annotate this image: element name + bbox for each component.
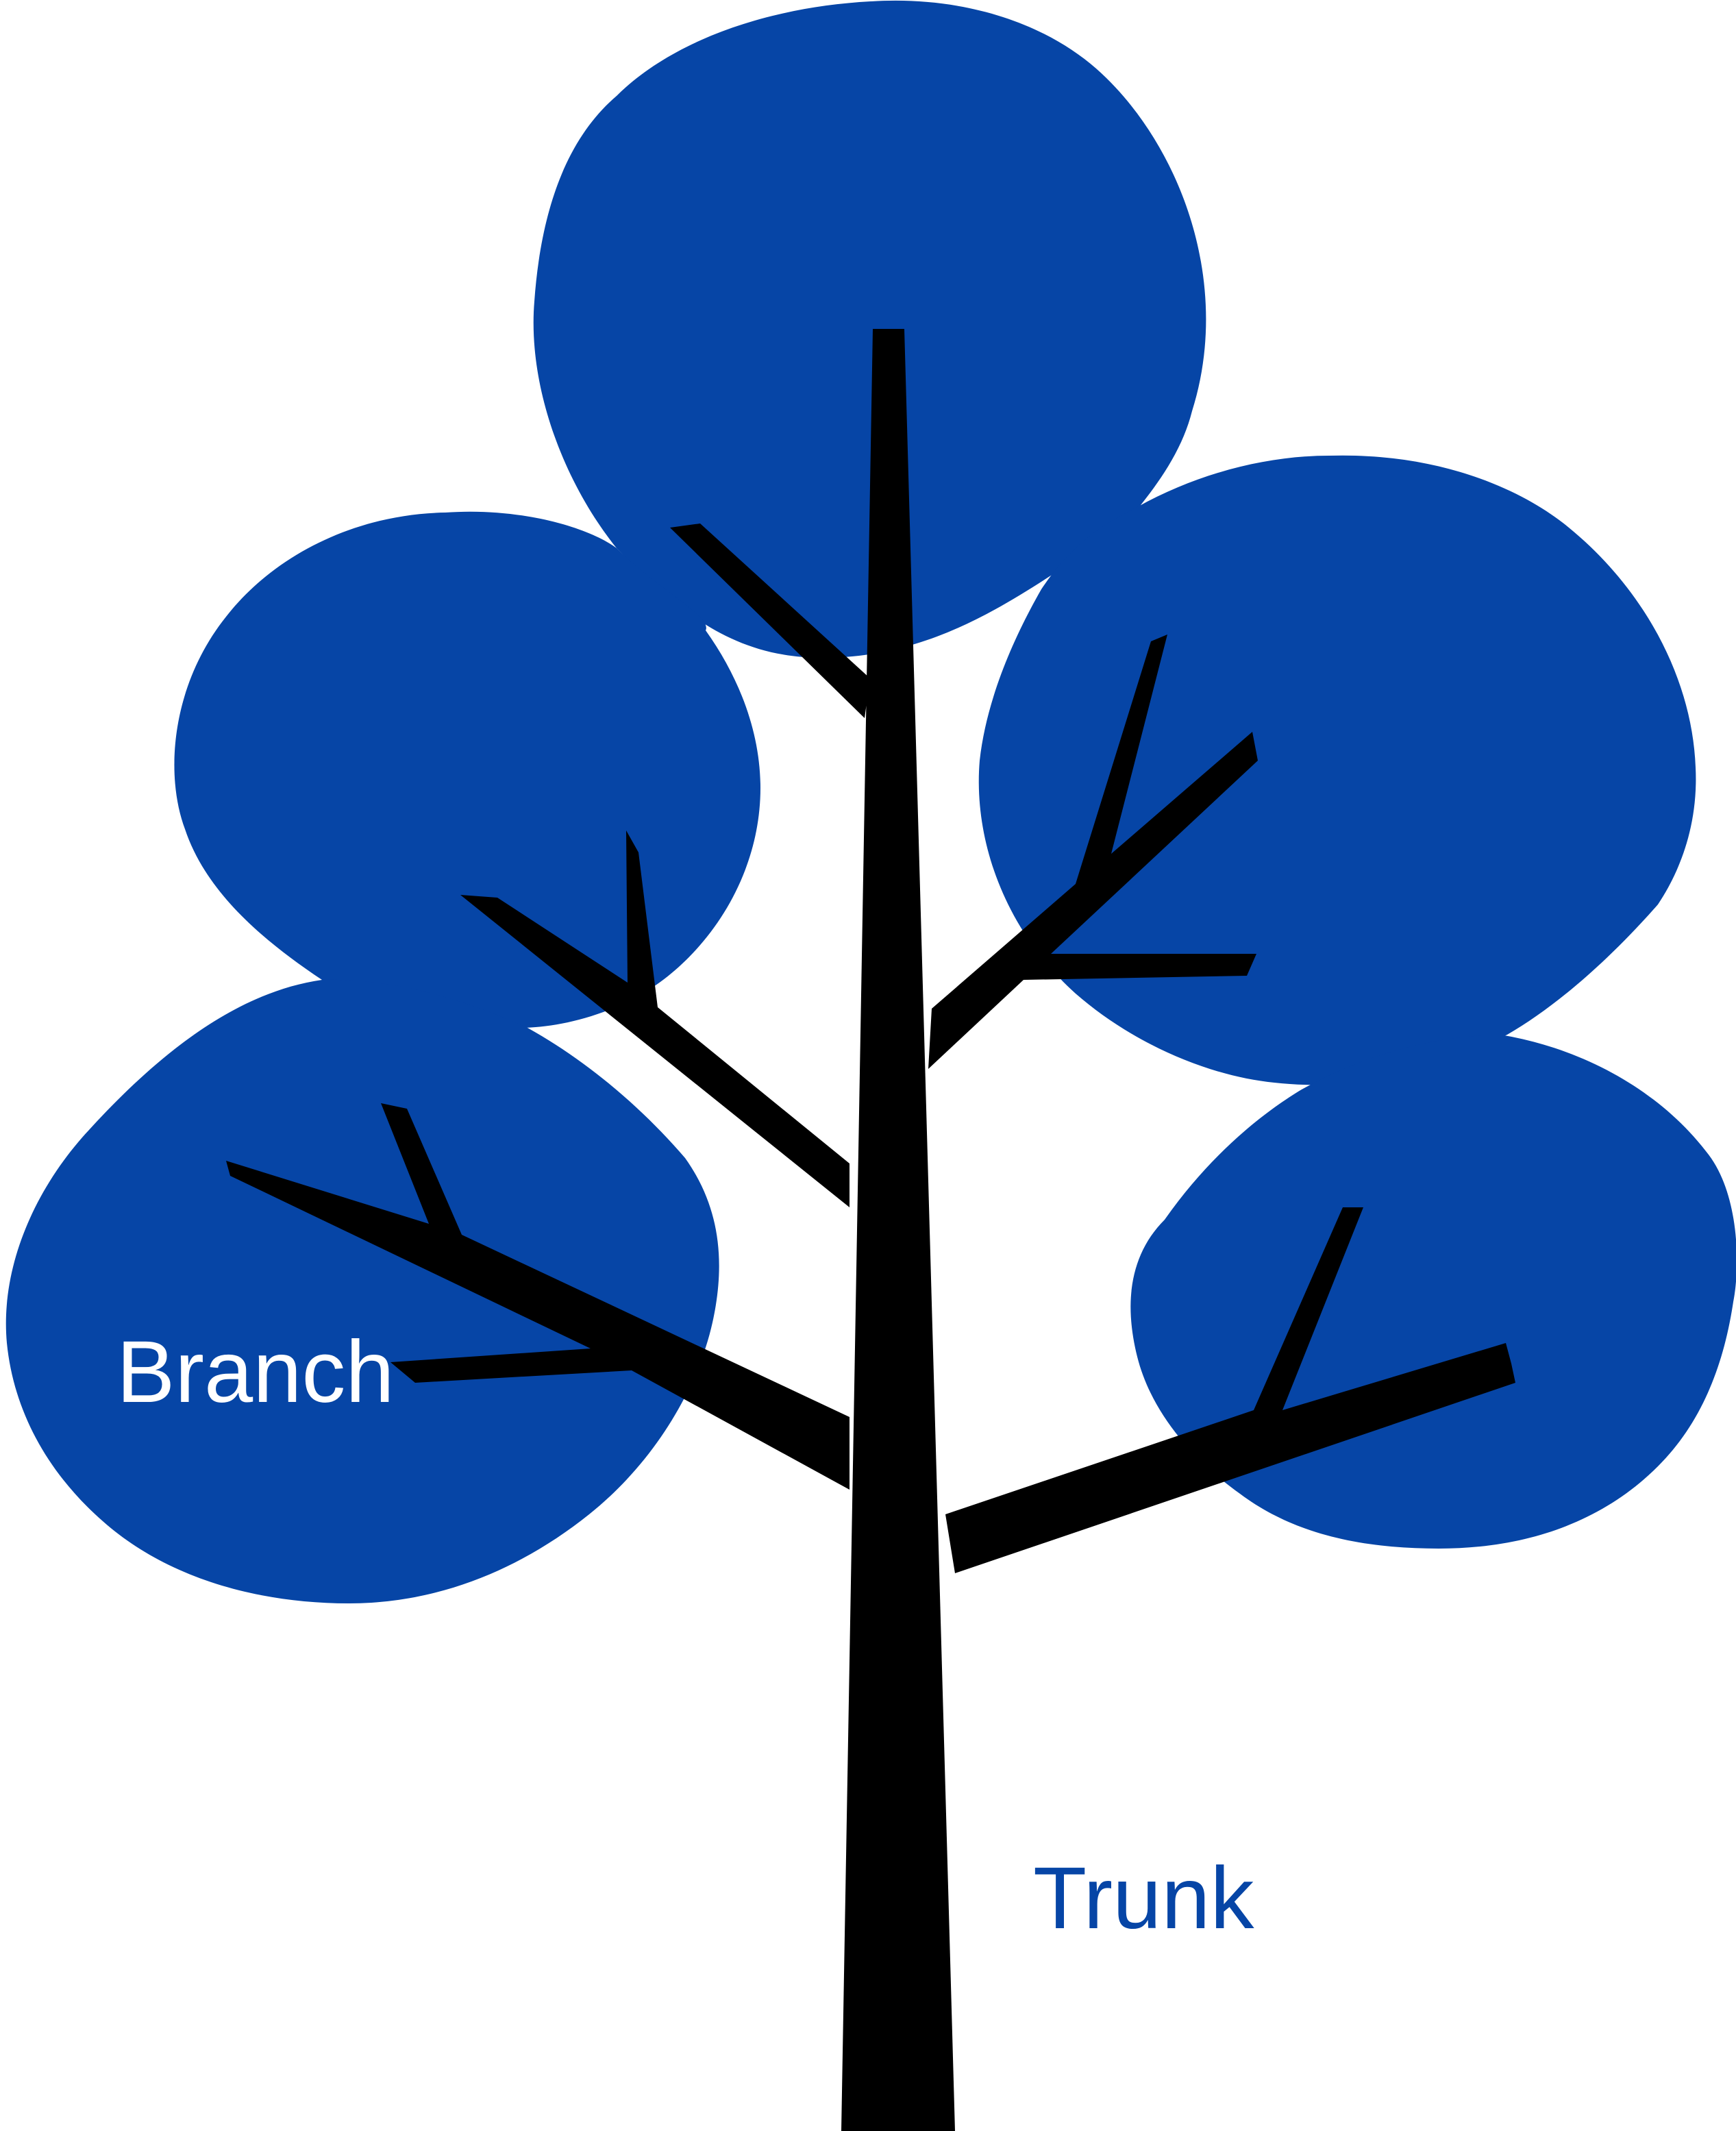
foliage-right-upper-blob xyxy=(978,455,1696,1085)
branch-lower-right xyxy=(945,1207,1515,1573)
foliage xyxy=(5,0,1736,1603)
branch-middle-left xyxy=(460,830,850,1207)
foliage-left-upper-blob xyxy=(174,511,760,1028)
branch-label: Branch xyxy=(116,1323,395,1421)
foliage-left-lower-blob xyxy=(5,979,719,1603)
branch-middle-right xyxy=(928,635,1258,1069)
trunk xyxy=(841,329,955,2131)
tree-structure xyxy=(226,329,1515,2131)
branch-top-left xyxy=(670,523,870,718)
foliage-top-blob xyxy=(533,0,1206,658)
branch-lower-left xyxy=(226,1103,850,1490)
trunk-label: Trunk xyxy=(1033,1849,1254,1947)
